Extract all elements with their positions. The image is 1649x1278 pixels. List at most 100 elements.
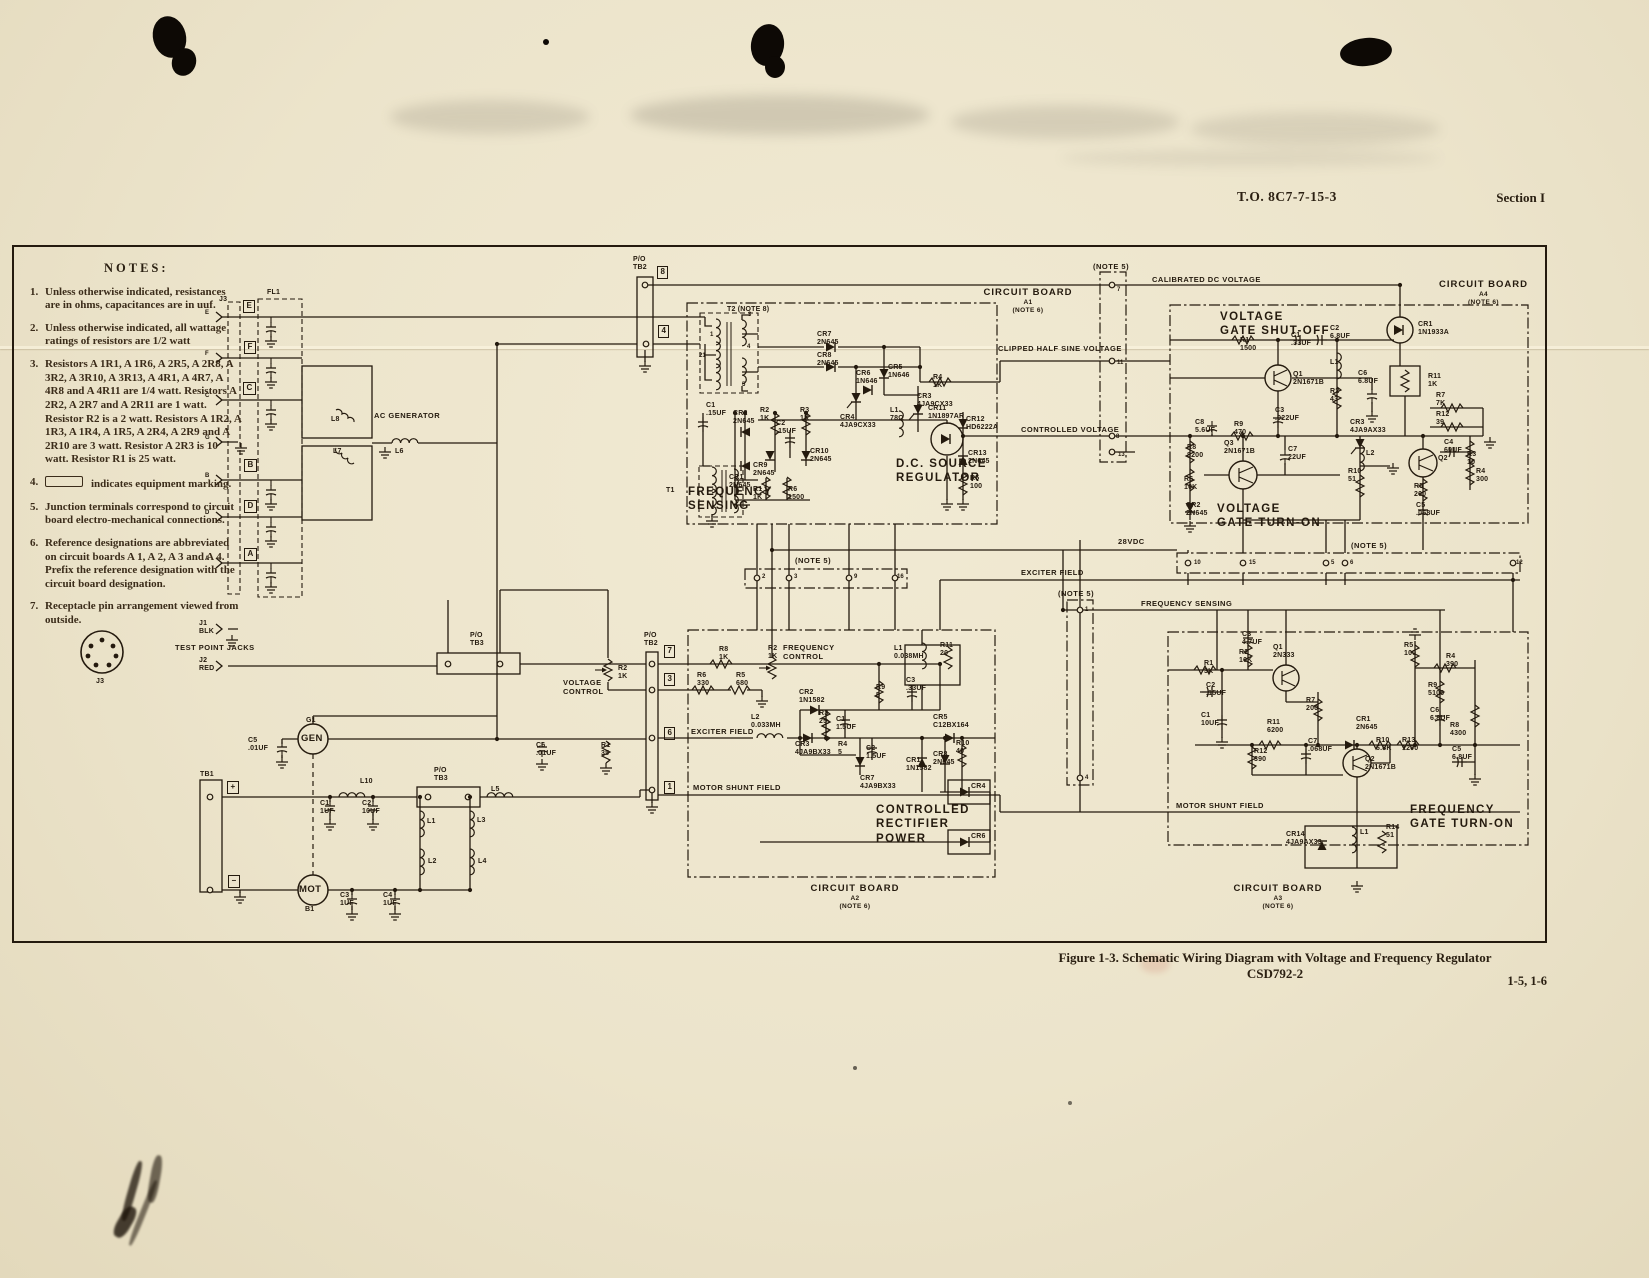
- label-21: 21: [699, 353, 706, 359]
- symbol: [711, 488, 717, 516]
- label-r8: R8 8200: [1187, 444, 1204, 460]
- label-note: (NOTE 5): [1058, 589, 1095, 598]
- label-r11: R11 20: [940, 642, 954, 658]
- symbol: [1366, 411, 1378, 423]
- symbol: [1242, 644, 1254, 668]
- label-j2: J2 RED: [199, 657, 215, 673]
- symbol: [1184, 440, 1196, 464]
- symbol: [602, 658, 614, 682]
- component-box: [636, 276, 654, 358]
- symbol: [1193, 664, 1217, 676]
- label-28vdc: 28VDC: [1118, 537, 1145, 546]
- label-r1: R1 35: [601, 742, 611, 758]
- label-d: D: [244, 500, 257, 513]
- label-test: TEST POINT JACKS: [175, 643, 255, 652]
- symbol: [367, 819, 379, 831]
- label-clipped: CLIPPED HALF SINE VOLTAGE: [998, 344, 1122, 353]
- label-cr3: CR3 4JA9CX33: [917, 393, 953, 409]
- label-r9: R9 470: [1234, 421, 1247, 437]
- symbol: [265, 405, 277, 420]
- symbol: [324, 801, 336, 816]
- component-box: [416, 786, 481, 808]
- smudge: [630, 95, 930, 135]
- label-r4: R4 5: [838, 741, 848, 757]
- board-outline: [1169, 304, 1529, 524]
- ink-speck: [853, 1066, 857, 1070]
- symbol: [1216, 737, 1228, 749]
- symbol: [1376, 830, 1388, 854]
- label-4: 4: [747, 344, 751, 350]
- component-box: [947, 829, 991, 855]
- label-cr10: CR10 2N645: [810, 448, 832, 464]
- symbol: [1417, 505, 1429, 520]
- symbol: [956, 744, 968, 768]
- symbol: [469, 810, 475, 838]
- symbol: [800, 412, 812, 436]
- label-calibrated: CALIBRATED DC VOLTAGE: [1152, 275, 1261, 284]
- symbol: [338, 792, 366, 798]
- label-c3: C3 1UF: [340, 892, 354, 908]
- symbol: [1336, 352, 1342, 380]
- label-c1: C1 1.5UF: [836, 716, 857, 732]
- label-8: 8: [657, 266, 669, 279]
- component-box: [301, 365, 373, 439]
- board-outline: [1176, 552, 1521, 574]
- label-mot: MOT: [299, 884, 322, 895]
- symbol: [265, 522, 277, 537]
- symbol: [1409, 644, 1421, 668]
- symbol: [265, 485, 277, 500]
- label-r10: R10 40: [956, 740, 970, 756]
- symbol: [1469, 774, 1481, 786]
- label-cr14: CR14 4JA9AX33: [1286, 831, 1322, 847]
- label-r1: R1 1K: [753, 486, 763, 502]
- label-c3: C3 4.7UF: [1242, 631, 1263, 647]
- symbol: [1354, 474, 1366, 498]
- symbol: [839, 715, 851, 730]
- label-c6: C6 6.8UF: [1358, 370, 1379, 386]
- label-f: F: [205, 351, 209, 357]
- component-box: [301, 445, 373, 521]
- symbol: [706, 516, 718, 528]
- note-text-content: Reference designations are abbreviated o…: [45, 536, 235, 590]
- symbol: [265, 336, 277, 348]
- symbol: [646, 802, 658, 814]
- label-r5: R5 200: [1414, 483, 1427, 499]
- note-text-content: Receptacle pin arrangement viewed from o…: [45, 600, 239, 626]
- symbol: [276, 742, 288, 757]
- label-voltage: VOLTAGE GATE TURN-ON: [1217, 503, 1322, 530]
- symbol: [1452, 756, 1467, 768]
- symbol: [826, 362, 836, 372]
- label-+: +: [227, 781, 239, 794]
- symbol: [536, 742, 548, 757]
- symbol: [715, 318, 721, 346]
- symbol: [1300, 749, 1312, 764]
- note-text: Junction terminals correspond to circuit…: [45, 501, 242, 528]
- label-cr11: CR11 1N1897AR: [928, 405, 965, 421]
- label-l3: L3: [477, 817, 486, 824]
- label-controlled: CONTROLLED RECTIFIER POWER: [876, 804, 970, 845]
- label-dc: D.C. SOURCE REGULATOR: [896, 458, 987, 485]
- label-c2: C2 10UF: [362, 800, 380, 816]
- label-11: 11: [1117, 360, 1124, 366]
- label-l6: L6: [395, 448, 404, 455]
- label-frequency: FREQUENCY GATE TURN-ON: [1410, 804, 1515, 831]
- symbol: [1464, 440, 1476, 464]
- symbol: [1230, 430, 1254, 442]
- label-cr4: CR4: [971, 783, 986, 790]
- label-t1: T1: [666, 487, 675, 494]
- label-c2: C2 .15UF: [1206, 682, 1227, 698]
- label-po: P/O TB2: [633, 256, 647, 272]
- symbol: [715, 363, 721, 391]
- label-b: B: [205, 473, 210, 479]
- label-l10: L10: [360, 778, 373, 785]
- label-c3: C3 .022UF: [1275, 407, 1300, 423]
- label-ac: AC GENERATOR: [374, 411, 441, 420]
- symbol: [1272, 413, 1284, 428]
- label-motor: MOTOR SHUNT FIELD: [1176, 801, 1264, 810]
- symbol: [715, 341, 721, 369]
- label-10: 10: [1194, 560, 1201, 566]
- label-r7: R7 7K: [1436, 392, 1446, 408]
- note-text: Receptacle pin arrangement viewed from o…: [45, 600, 242, 627]
- symbol: [957, 472, 969, 496]
- component-box: [1304, 825, 1398, 869]
